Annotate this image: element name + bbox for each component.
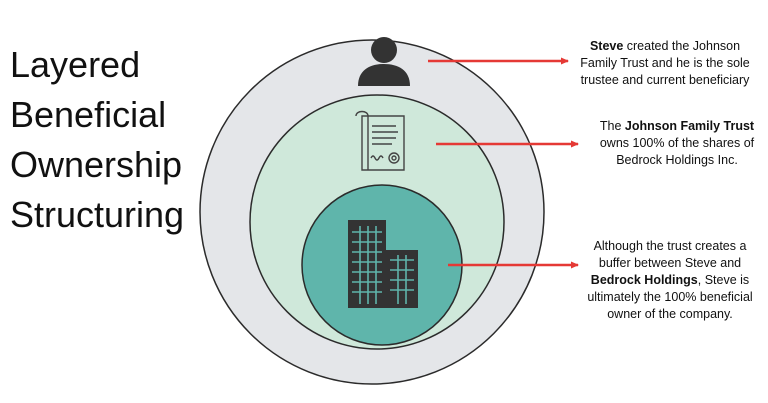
note-person-text: created the Johnson Family Trust and he … xyxy=(580,39,750,87)
office-buildings-icon xyxy=(348,220,418,308)
title-line-1: Layered xyxy=(10,44,141,85)
page-title: Layered Beneficial Ownership Structuring xyxy=(10,40,200,240)
note-trust-bold: Johnson Family Trust xyxy=(624,119,755,133)
note-trust: The Johnson Family Trust owns 100% of th… xyxy=(592,118,762,169)
note-trust-text-before: The xyxy=(599,119,625,133)
title-line-4: Structuring xyxy=(10,194,185,235)
note-trust-text-after: owns 100% of the shares of Bedrock Holdi… xyxy=(599,136,755,167)
note-company-bold: Bedrock Holdings xyxy=(590,273,698,287)
note-person: Steve created the Johnson Family Trust a… xyxy=(580,38,750,89)
title-line-2: Beneficial xyxy=(10,94,167,135)
note-person-bold: Steve xyxy=(589,39,624,53)
person-icon xyxy=(358,37,410,86)
note-company: Although the trust creates a buffer betw… xyxy=(580,238,760,323)
certificate-document-icon xyxy=(355,110,405,171)
note-company-text-before: Although the trust creates a buffer betw… xyxy=(593,239,747,270)
note-company-text-after: , Steve is ultimately the 100% beneficia… xyxy=(587,273,753,321)
title-line-3: Ownership xyxy=(10,144,183,185)
